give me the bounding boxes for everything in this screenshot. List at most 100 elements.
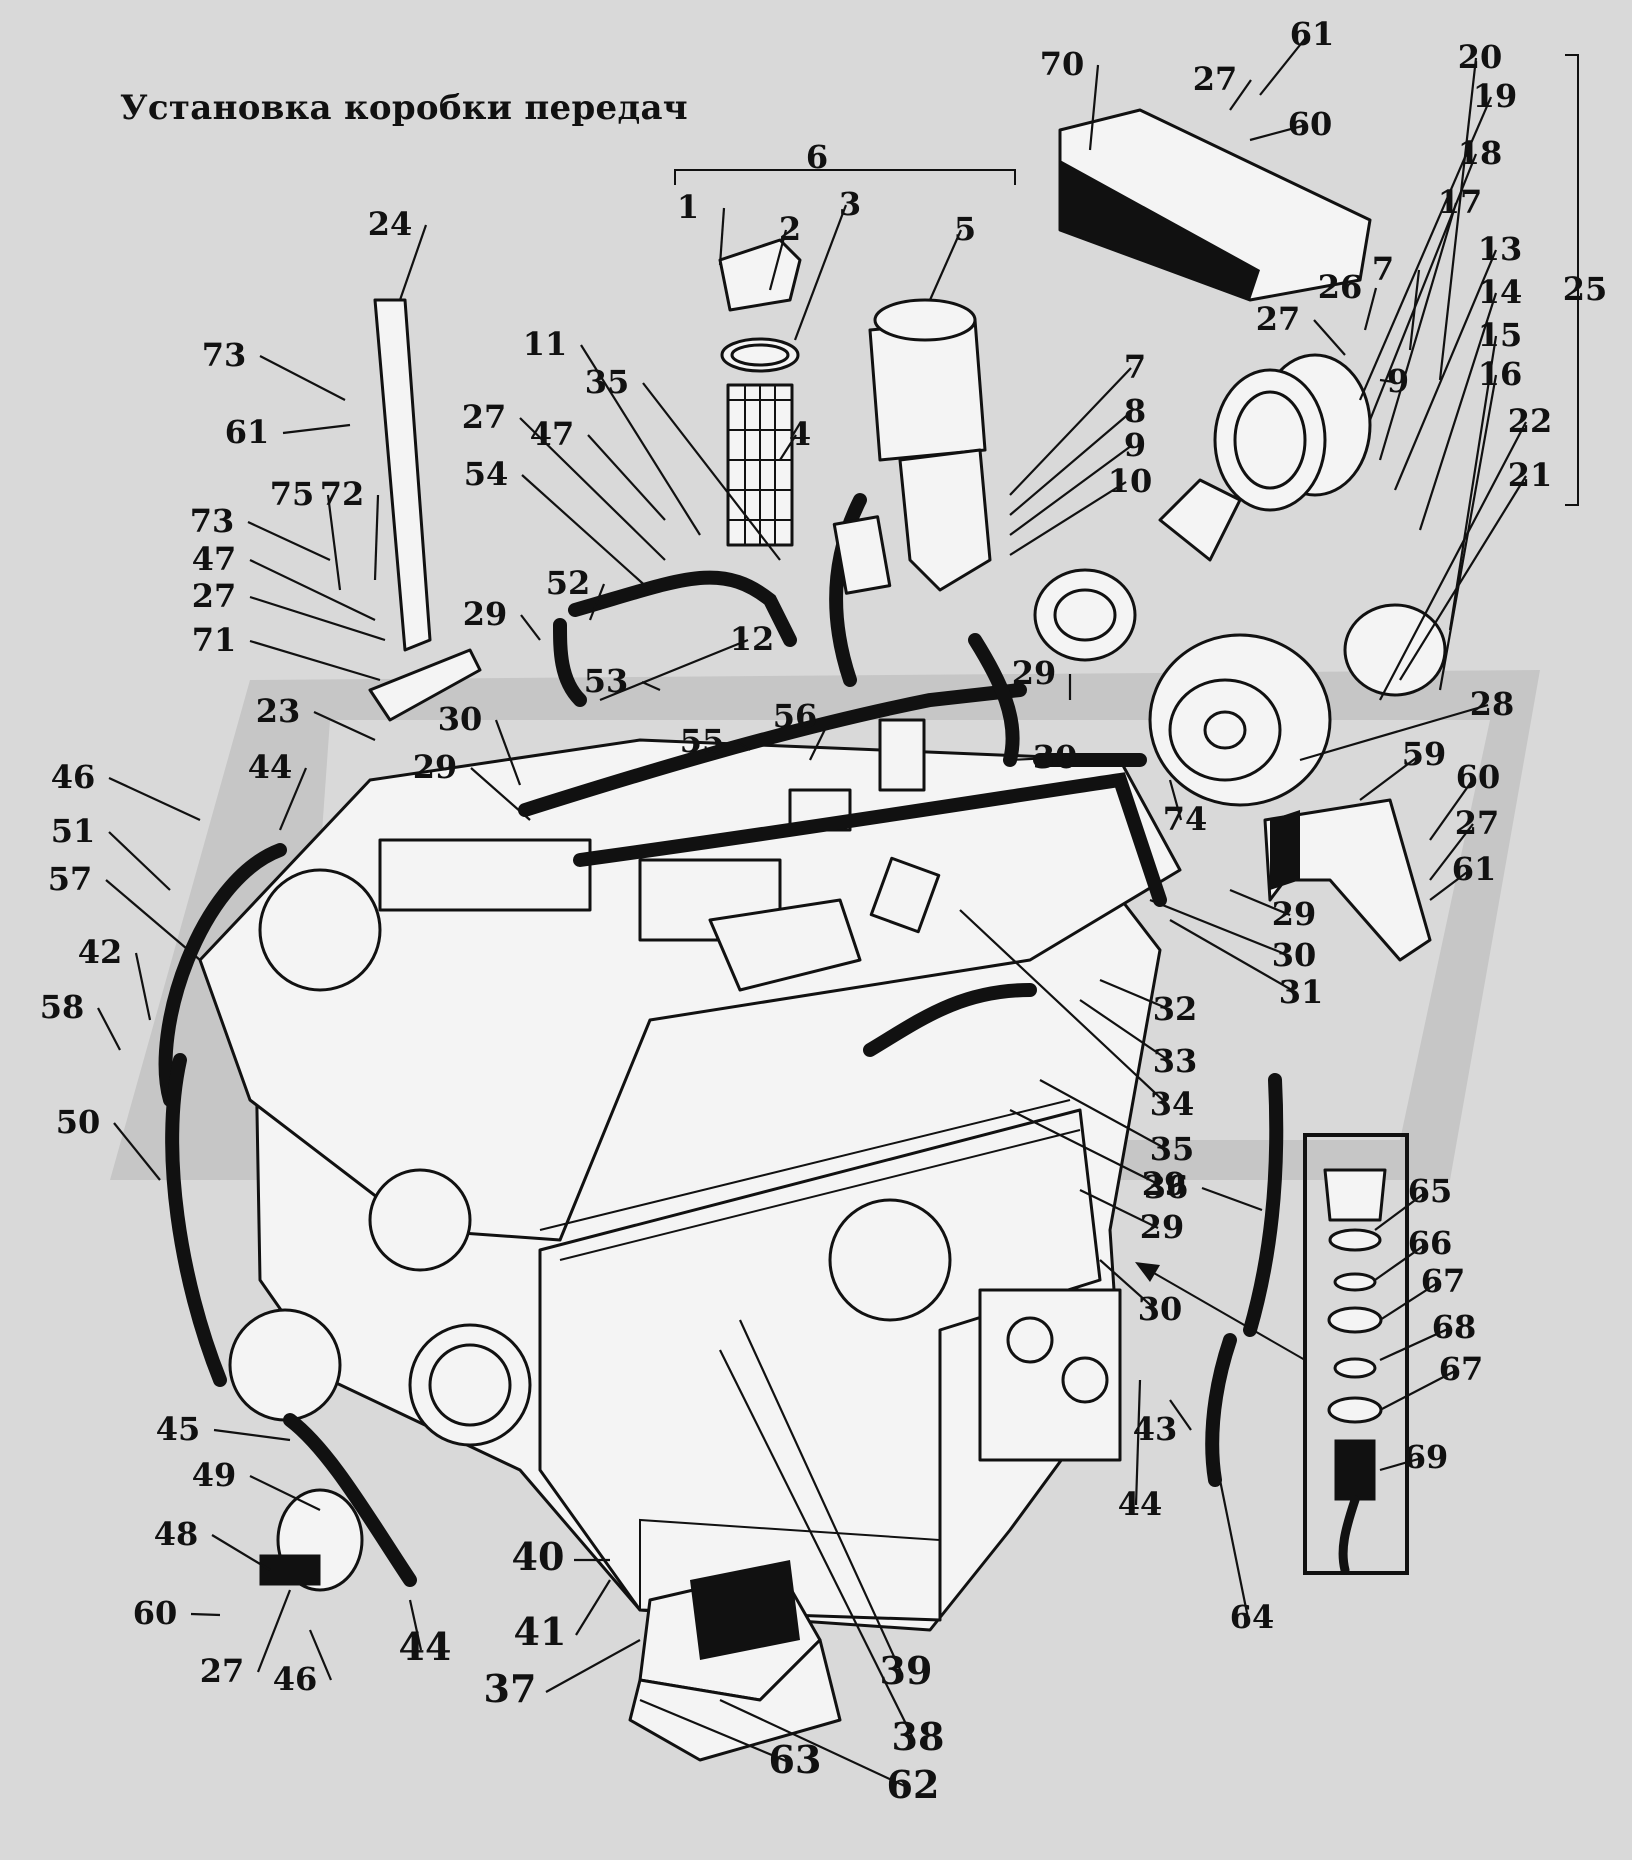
leader-line (249, 595, 386, 642)
leader-line (1229, 888, 1291, 917)
callout-35: 35 (585, 363, 630, 401)
callout-61: 61 (1290, 15, 1335, 53)
callout-17: 17 (1438, 183, 1483, 221)
leader-line (470, 767, 531, 821)
leader-line (1009, 481, 1127, 556)
callout-1: 1 (677, 188, 699, 226)
leader-line (1088, 64, 1100, 151)
callout-27: 27 (462, 398, 507, 436)
leader-line (1378, 202, 1458, 461)
callout-29: 29 (1272, 895, 1317, 933)
leader-line (278, 767, 308, 831)
leader-line (313, 711, 376, 741)
callout-51: 51 (51, 812, 96, 850)
callout-15: 15 (1478, 316, 1523, 354)
callout-73: 73 (202, 336, 247, 374)
callout-30: 30 (438, 700, 483, 738)
leader-line (1429, 869, 1471, 901)
callout-49: 49 (192, 1456, 237, 1494)
leader-line (247, 521, 331, 561)
leader-line (519, 417, 666, 561)
callout-12: 12 (730, 620, 775, 658)
callout-58: 58 (40, 988, 85, 1026)
leader-line (113, 1122, 161, 1181)
callout-42: 42 (78, 933, 123, 971)
leader-line (599, 638, 749, 702)
callout-67: 67 (1421, 1262, 1466, 1300)
callout-7: 7 (1372, 250, 1394, 288)
callout-27: 27 (1256, 300, 1301, 338)
leader-line (642, 382, 781, 561)
callout-61: 61 (1452, 850, 1497, 888)
callout-14: 14 (1478, 273, 1523, 311)
callout-44: 44 (399, 1624, 452, 1669)
leader-line (639, 1698, 792, 1765)
callout-30: 30 (1272, 936, 1317, 974)
leader-line (134, 952, 152, 1021)
callout-60: 60 (1456, 758, 1501, 796)
leader-line (928, 229, 963, 301)
callout-18: 18 (1458, 134, 1503, 172)
callout-60: 60 (1288, 105, 1333, 143)
callout-20: 20 (1458, 38, 1503, 76)
callout-25: 25 (1563, 270, 1608, 308)
callout-60: 60 (133, 1594, 178, 1632)
callout-8: 8 (1124, 392, 1146, 430)
leader-line (249, 559, 376, 621)
callout-23: 23 (256, 692, 301, 730)
leader-line (1379, 1281, 1440, 1321)
callout-52: 52 (546, 564, 591, 602)
callout-27: 27 (200, 1652, 245, 1690)
leader-line (1379, 378, 1395, 384)
callout-59: 59 (1402, 735, 1447, 773)
leader-line (249, 639, 381, 682)
callout-54: 54 (464, 455, 509, 493)
leader-line (1229, 79, 1252, 111)
leader-line (1009, 445, 1132, 536)
callout-46: 46 (273, 1660, 318, 1698)
callout-30: 30 (1138, 1290, 1183, 1328)
leader-line (308, 1629, 333, 1681)
leader-line (641, 680, 661, 692)
leader-line (1358, 96, 1493, 401)
clutch-assembly (1033, 353, 1447, 962)
callout-labels: 1234567789910111213141516171819202122232… (40, 15, 1608, 1807)
inset-arrow (1139, 1264, 1306, 1361)
leader-line (1201, 1186, 1263, 1212)
pipes (158, 493, 1284, 1587)
leader-line (588, 583, 606, 621)
callout-35: 35 (1150, 1130, 1195, 1168)
callout-46: 46 (51, 758, 96, 796)
leader-line (1169, 919, 1298, 994)
leader-line (1429, 823, 1474, 881)
callout-29: 29 (1142, 1165, 1187, 1203)
callout-10: 10 (1108, 462, 1153, 500)
callout-13: 13 (1478, 230, 1523, 268)
leader-line (373, 494, 380, 581)
callout-68: 68 (1432, 1308, 1477, 1346)
leader-line (1009, 1109, 1161, 1186)
leader-line (1009, 411, 1132, 516)
leader-line (1418, 292, 1498, 531)
leader-line (494, 719, 522, 786)
leader-line (213, 1428, 291, 1442)
leader-line (587, 434, 666, 521)
callout-57: 57 (48, 860, 93, 898)
leader-line (1099, 1259, 1157, 1311)
callout-43: 43 (1133, 1410, 1178, 1448)
callout-75: 75 (270, 475, 315, 513)
bracket-6 (674, 169, 1016, 185)
callout-47: 47 (192, 540, 237, 578)
leader-line (1259, 34, 1309, 96)
callout-55: 55 (680, 722, 725, 760)
callout-48: 48 (154, 1515, 199, 1553)
leader-line (108, 831, 171, 891)
leader-line (398, 224, 428, 301)
callout-47: 47 (530, 415, 575, 453)
cover-70 (1058, 108, 1372, 302)
leader-line (1149, 898, 1291, 958)
callout-3: 3 (839, 185, 861, 223)
callout-41: 41 (514, 1609, 567, 1654)
callout-70: 70 (1040, 45, 1085, 83)
